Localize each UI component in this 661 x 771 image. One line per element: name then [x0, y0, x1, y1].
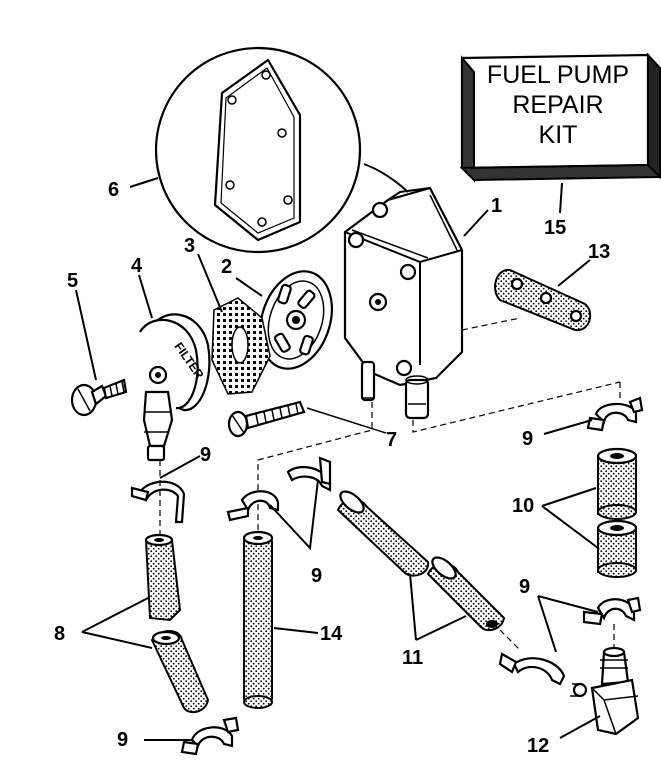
callout-9-right-upper: 9 [522, 428, 533, 450]
callout-8: 8 [54, 623, 65, 645]
fuel-pump-body [343, 186, 464, 420]
leader-5 [75, 289, 97, 381]
filter-cover: FILTER [139, 313, 211, 462]
callout-9-bottom-left: 9 [117, 729, 128, 751]
hose-clamp-center-left [226, 490, 280, 522]
hose-clamp-bottom-left [180, 716, 240, 756]
dashline-pump-right [412, 381, 621, 433]
elbow-fitting [570, 646, 640, 736]
callout-10: 10 [512, 495, 534, 517]
kit-label-line2: REPAIR [512, 91, 603, 119]
leader-14 [273, 627, 319, 634]
fuel-hose-right-lower [596, 519, 638, 578]
hose-clamp-center-right [286, 456, 332, 492]
hose-clamp-right-lower [582, 596, 642, 626]
callout-1: 1 [491, 195, 502, 217]
leader-13 [557, 259, 591, 287]
leader-9a [159, 455, 201, 479]
kit-label-line1: FUEL PUMP [487, 61, 629, 89]
leader-2 [235, 277, 263, 297]
callout-13: 13 [588, 241, 610, 263]
leader-8 [81, 597, 153, 649]
leader-12 [559, 715, 601, 739]
callout-9-left-upper: 9 [200, 444, 211, 466]
valve-plate [259, 270, 333, 370]
outlet-gasket [494, 268, 592, 332]
fuel-hose-11-lower [426, 556, 506, 632]
fuel-hose-11-upper [336, 490, 430, 577]
callout-3: 3 [184, 235, 195, 257]
dashline-pump-gasket [461, 317, 521, 331]
fuel-hose-center [242, 530, 274, 709]
callout-6: 6 [108, 179, 119, 201]
leader-3 [197, 253, 223, 313]
kit-label-line3: KIT [539, 121, 578, 149]
mounting-screw [227, 400, 306, 438]
callout-5: 5 [67, 270, 78, 292]
dashline-hose-11 [499, 629, 521, 651]
callout-9-center: 9 [311, 565, 322, 587]
fuel-hose-right-upper [596, 447, 638, 520]
fuel-hose-left-upper [144, 533, 182, 622]
fuel-hose-left-lower [150, 630, 210, 714]
leader-9c [543, 419, 593, 435]
callout-9-right-lower: 9 [519, 576, 530, 598]
leader-6 [129, 177, 159, 188]
callout-12: 12 [527, 735, 549, 757]
callout-14: 14 [320, 623, 343, 645]
callout-15: 15 [544, 217, 566, 239]
leader-9b [269, 479, 319, 551]
leader-11 [409, 573, 467, 641]
hose-clamp-bottom-center [498, 652, 566, 686]
leader-4 [138, 274, 153, 319]
hose-clamp-right-upper [586, 396, 644, 432]
leader-1 [463, 209, 489, 237]
leader-15 [559, 182, 563, 214]
detail-connector [363, 163, 409, 193]
callout-7: 7 [386, 429, 397, 451]
callout-4: 4 [131, 255, 143, 277]
leader-10 [541, 487, 599, 549]
callout-11: 11 [402, 647, 423, 669]
leader-7 [306, 407, 387, 434]
hose-clamp-left-upper [130, 480, 186, 524]
filter-screen [211, 297, 271, 395]
callout-2: 2 [221, 256, 232, 278]
leader-9d [537, 595, 599, 653]
gasket-detail-circle [154, 46, 362, 254]
repair-kit-box: FUEL PUMP REPAIR KIT [459, 52, 661, 183]
cover-screw [70, 378, 128, 417]
